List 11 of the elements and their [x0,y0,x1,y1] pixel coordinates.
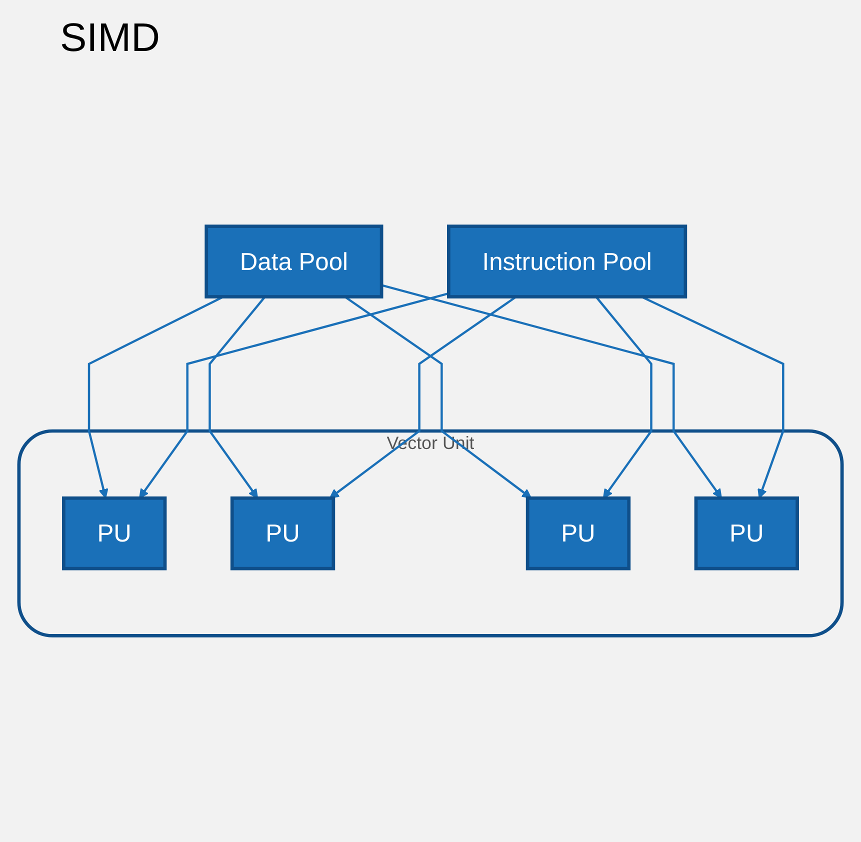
arrow [381,284,722,499]
node-box: Data Pool [204,224,384,298]
node-box: PU [694,496,799,570]
arrow [208,296,266,499]
title: SIMD [60,16,161,61]
node-box: Instruction Pool [447,224,688,298]
node-box: PU [62,496,167,570]
arrow [139,292,449,499]
arrow [595,296,652,499]
node-box: PU [230,496,336,570]
node-box: PU [526,496,631,570]
